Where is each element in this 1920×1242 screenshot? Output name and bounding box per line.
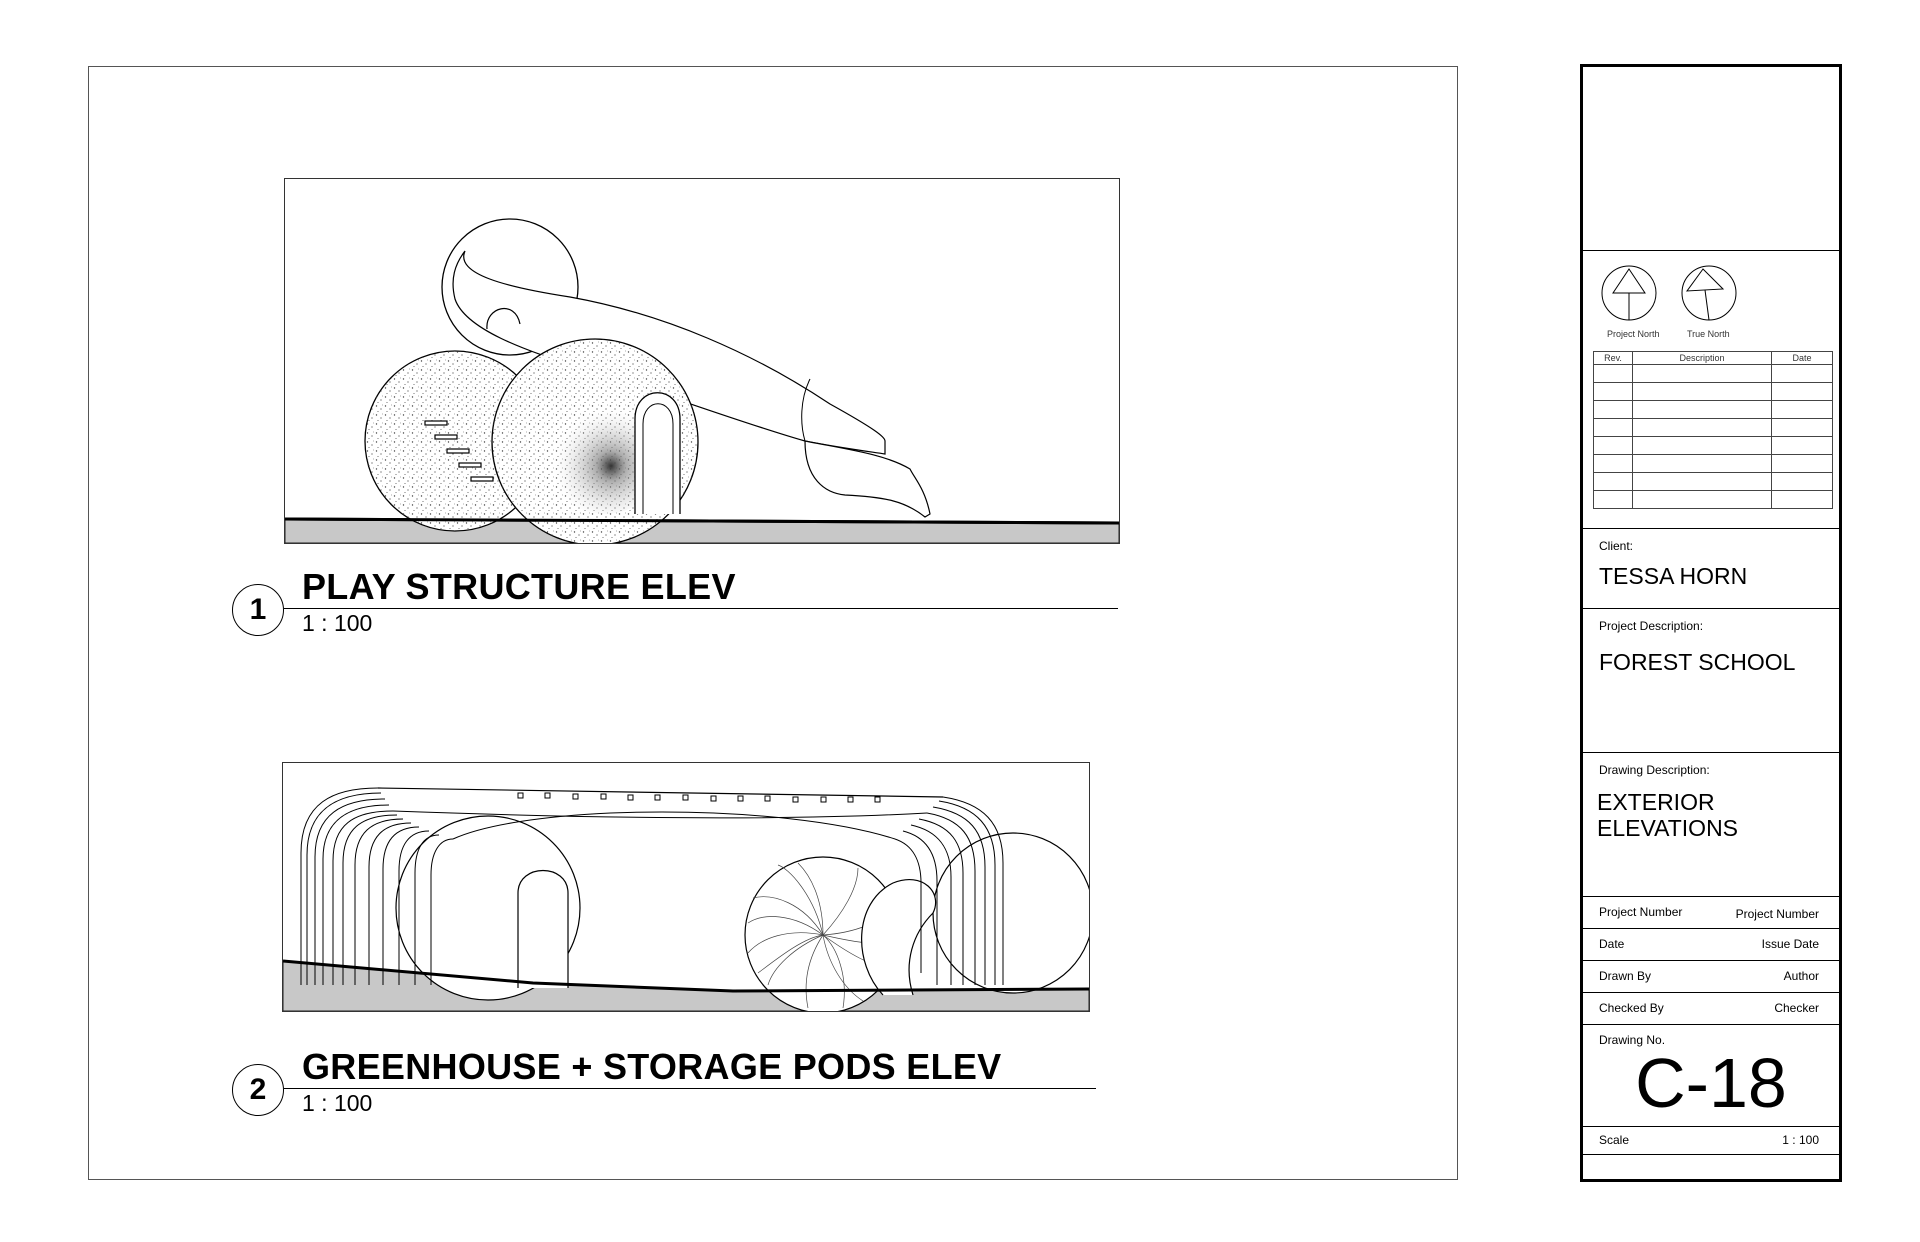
field-label: Drawn By — [1599, 969, 1652, 983]
field-label: Project Number — [1599, 905, 1683, 919]
tb-scale: Scale 1 : 100 — [1583, 1127, 1839, 1155]
field-label: Date — [1599, 937, 1625, 951]
drawing-description-line2: ELEVATIONS — [1597, 815, 1739, 841]
drawing-number: C-18 — [1635, 1044, 1787, 1122]
tb-project-description: Project Description: FOREST SCHOOL — [1583, 609, 1839, 753]
view-title-underline — [284, 1088, 1096, 1089]
project-description-label: Project Description: — [1599, 619, 1704, 633]
description-header: Description — [1632, 351, 1772, 365]
drawing-number-label: Drawing No. — [1599, 1033, 1666, 1047]
tb-north-revisions: Project North True North — [1583, 251, 1839, 529]
play-structure-elevation-drawing — [284, 178, 1120, 544]
tb-field-checked-by: Checked By Checker — [1583, 993, 1839, 1025]
scale-label: Scale — [1599, 1133, 1630, 1147]
tb-drawing-description: Drawing Description: EXTERIOR ELEVATIONS — [1583, 753, 1839, 897]
view-scale: 1 : 100 — [302, 610, 373, 636]
revision-table: Rev. Description Date — [1593, 351, 1833, 509]
tb-client: Client: TESSA HORN — [1583, 529, 1839, 609]
sheet-border — [88, 66, 1458, 1180]
tb-logo-area — [1583, 67, 1839, 251]
tb-drawing-number: Drawing No. C-18 — [1583, 1025, 1839, 1127]
view-title-underline — [284, 608, 1118, 609]
play-structure-svg — [285, 218, 1119, 543]
drawing-description-label: Drawing Description: — [1599, 763, 1710, 777]
client-label: Client: — [1599, 539, 1634, 553]
tb-field-project-number: Project Number Project Number — [1583, 897, 1839, 929]
view-title-text: PLAY STRUCTURE ELEV — [302, 566, 736, 607]
project-north-icon — [1601, 265, 1657, 321]
scale-value: 1 : 100 — [1782, 1133, 1819, 1147]
drawing-description-line1: EXTERIOR — [1597, 789, 1715, 815]
field-label: Checked By — [1599, 1001, 1664, 1015]
tb-field-date: Date Issue Date — [1583, 929, 1839, 961]
tb-field-drawn-by: Drawn By Author — [1583, 961, 1839, 993]
view-title-text: GREENHOUSE + STORAGE PODS ELEV — [302, 1046, 1002, 1087]
field-value: Project Number — [1735, 907, 1819, 921]
client-name: TESSA HORN — [1599, 563, 1748, 589]
view-number-bubble: 1 — [232, 584, 284, 636]
greenhouse-svg — [283, 787, 1089, 1011]
greenhouse-elevation-drawing — [282, 762, 1090, 1012]
project-north-label: Project North — [1607, 329, 1660, 339]
true-north-label: True North — [1687, 329, 1730, 339]
project-description: FOREST SCHOOL — [1599, 649, 1796, 675]
field-value: Issue Date — [1761, 937, 1819, 951]
view-scale: 1 : 100 — [302, 1090, 373, 1116]
rev-header: Rev. — [1593, 351, 1633, 365]
true-north-icon — [1681, 265, 1737, 321]
field-value: Checker — [1774, 1001, 1819, 1015]
date-header: Date — [1771, 351, 1833, 365]
field-value: Author — [1783, 969, 1819, 983]
view-number-bubble: 2 — [232, 1064, 284, 1116]
title-block: Project North True North Rev. Descriptio… — [1580, 64, 1842, 1182]
